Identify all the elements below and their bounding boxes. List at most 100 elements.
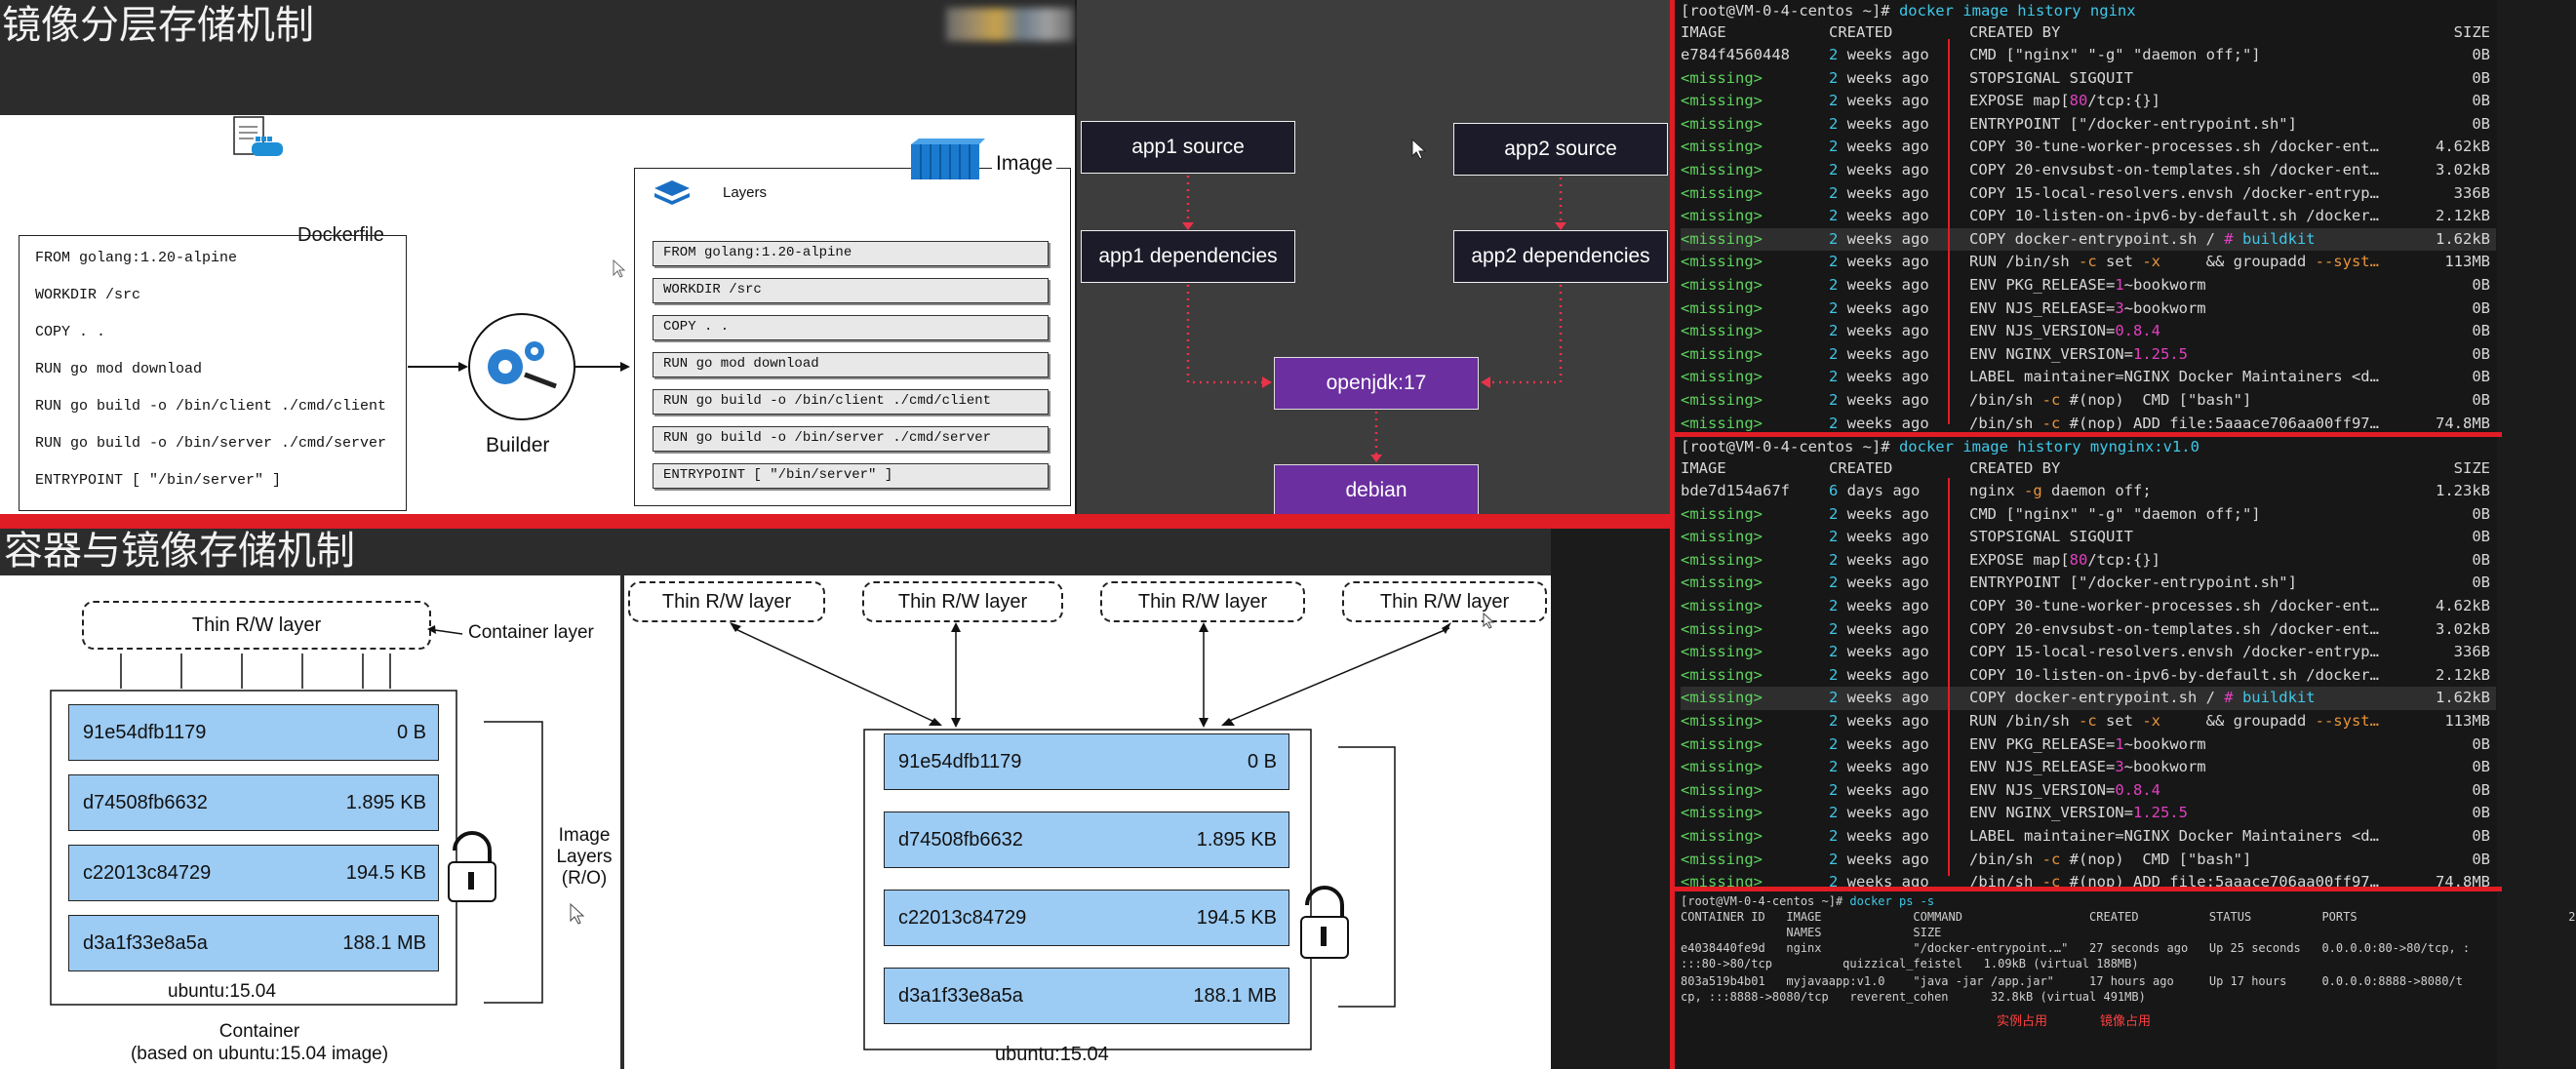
created: 2 weeks ago bbox=[1829, 689, 1929, 707]
layer-size: 1.895 KB bbox=[1196, 829, 1277, 851]
image-id: <missing> bbox=[1681, 665, 1763, 684]
layer-size: 194.5 KB bbox=[1196, 907, 1277, 929]
size: 1.62kB bbox=[2436, 689, 2490, 707]
created: 2 weeks ago bbox=[1829, 92, 1929, 110]
slide-container-storage: 容器与镜像存储机制 Thin R/W layer Container layer… bbox=[0, 529, 1551, 1069]
ps-row: 803a519b4b01 myjavaapp:v1.0 "java -jar /… bbox=[1681, 974, 2463, 988]
slide1-title: 镜像分层存储机制 bbox=[2, 3, 314, 48]
table-row: <missing>2 weeks ago/bin/sh -c #(nop) AD… bbox=[1681, 871, 2496, 894]
dockerfile-box: FROM golang:1.20-alpine WORKDIR /src COP… bbox=[19, 235, 407, 511]
multi-container-diagram: Thin R/W layer Thin R/W layer Thin R/W l… bbox=[624, 575, 1551, 1069]
debian-box: debian bbox=[1274, 464, 1479, 517]
created: 2 weeks ago bbox=[1829, 138, 1929, 156]
created-by: ENV PKG_RELEASE=1~bookworm bbox=[1969, 276, 2206, 294]
image-id: <missing> bbox=[1681, 276, 1763, 294]
created-by: /bin/sh -c #(nop) ADD file:5aaace706aa00… bbox=[1969, 873, 2379, 891]
layer-id: d3a1f33e8a5a bbox=[898, 985, 1023, 1007]
size: 0B bbox=[2472, 804, 2490, 822]
ps-header: NAMES SIZE bbox=[1681, 926, 1942, 939]
terminal-window[interactable]: [root@VM-0-4-centos ~]# docker image his… bbox=[1670, 0, 2576, 1069]
openjdk-box: openjdk:17 bbox=[1274, 357, 1479, 410]
size: 0B bbox=[2472, 46, 2490, 63]
created-by: STOPSIGNAL SIGQUIT bbox=[1969, 68, 2133, 87]
image-id: <missing> bbox=[1681, 850, 1763, 868]
created-by: COPY 15-local-resolvers.envsh /docker-en… bbox=[1969, 183, 2379, 202]
mouse-cursor-icon bbox=[1483, 612, 1495, 629]
slide3-title: 容器与镜像存储机制 bbox=[4, 529, 355, 574]
created: 2 weeks ago bbox=[1829, 804, 1929, 822]
created: 2 weeks ago bbox=[1829, 344, 1929, 363]
image-layers-line: Layers bbox=[556, 847, 613, 867]
mouse-cursor-icon bbox=[1411, 138, 1427, 160]
created: 2 weeks ago bbox=[1829, 253, 1929, 271]
separator bbox=[1675, 887, 2502, 891]
layer-id: c22013c84729 bbox=[83, 862, 212, 884]
thin-rw-layer: Thin R/W layer bbox=[628, 581, 825, 622]
size: 0B bbox=[2472, 368, 2490, 386]
created-by: ENV NJS_VERSION=0.8.4 bbox=[1969, 322, 2160, 340]
size: 0B bbox=[2472, 758, 2490, 776]
image-id: <missing> bbox=[1681, 643, 1763, 661]
image-layer: COPY . . bbox=[653, 315, 1049, 340]
ps-header: CONTAINER ID IMAGE COMMAND CREATED STATU… bbox=[1681, 910, 2576, 924]
builder-arrows bbox=[408, 313, 630, 420]
layer-size: 188.1 MB bbox=[1193, 985, 1277, 1007]
image-id: <missing> bbox=[1681, 597, 1763, 614]
created-by: RUN /bin/sh -c set -x && groupadd --syst… bbox=[1969, 712, 2379, 730]
container-layer-label: Container layer bbox=[468, 622, 594, 643]
image-id: e784f4560448 bbox=[1681, 46, 1790, 63]
size: 0B bbox=[2472, 276, 2490, 294]
image-id: <missing> bbox=[1681, 183, 1763, 202]
created-by: COPY 20-envsubst-on-templates.sh /docker… bbox=[1969, 161, 2379, 178]
created: 2 weeks ago bbox=[1829, 597, 1929, 614]
app2-source-box: app2 source bbox=[1453, 123, 1668, 176]
created: 2 weeks ago bbox=[1829, 414, 1929, 432]
table-row: <missing>2 weeks ago/bin/sh -c #(nop) CM… bbox=[1681, 389, 2496, 413]
size: 3.02kB bbox=[2436, 619, 2490, 638]
created-by: COPY 30-tune-worker-processes.sh /docker… bbox=[1969, 138, 2379, 156]
image-usage-annotation: 镜像占用 bbox=[2100, 1014, 2152, 1029]
image-id: <missing> bbox=[1681, 344, 1763, 363]
image-id: <missing> bbox=[1681, 780, 1763, 799]
size: 0B bbox=[2472, 114, 2490, 133]
table-row: <missing>2 weeks ago/bin/sh -c #(nop) CM… bbox=[1681, 849, 2496, 872]
created: 2 weeks ago bbox=[1829, 665, 1929, 684]
panel2-lines bbox=[730, 622, 1451, 1050]
created-by: COPY docker-entrypoint.sh / # buildkit bbox=[1969, 689, 2316, 707]
layer-size: 1.895 KB bbox=[345, 792, 426, 813]
size: 0B bbox=[2472, 850, 2490, 868]
ps-row: e4038440fe9d nginx "/docker-entrypoint.…… bbox=[1681, 941, 2471, 955]
image-label: Image bbox=[992, 152, 1057, 176]
created: 2 weeks ago bbox=[1829, 391, 1929, 409]
created-by: RUN /bin/sh -c set -x && groupadd --syst… bbox=[1969, 253, 2379, 271]
image-id: <missing> bbox=[1681, 804, 1763, 822]
created: 2 weeks ago bbox=[1829, 114, 1929, 133]
layers-label: Layers bbox=[723, 184, 768, 201]
layer-size: 0 B bbox=[396, 722, 426, 743]
image-layer: RUN go mod download bbox=[653, 352, 1049, 377]
size: 0B bbox=[2472, 780, 2490, 799]
image-id: <missing> bbox=[1681, 229, 1763, 248]
size: 336B bbox=[2453, 643, 2490, 661]
command-text: docker image history mynginx:v1.0 bbox=[1898, 438, 2200, 455]
blurred-thumbnail bbox=[946, 8, 1073, 41]
size: 0B bbox=[2472, 322, 2490, 340]
cursor-line bbox=[1948, 478, 1950, 876]
